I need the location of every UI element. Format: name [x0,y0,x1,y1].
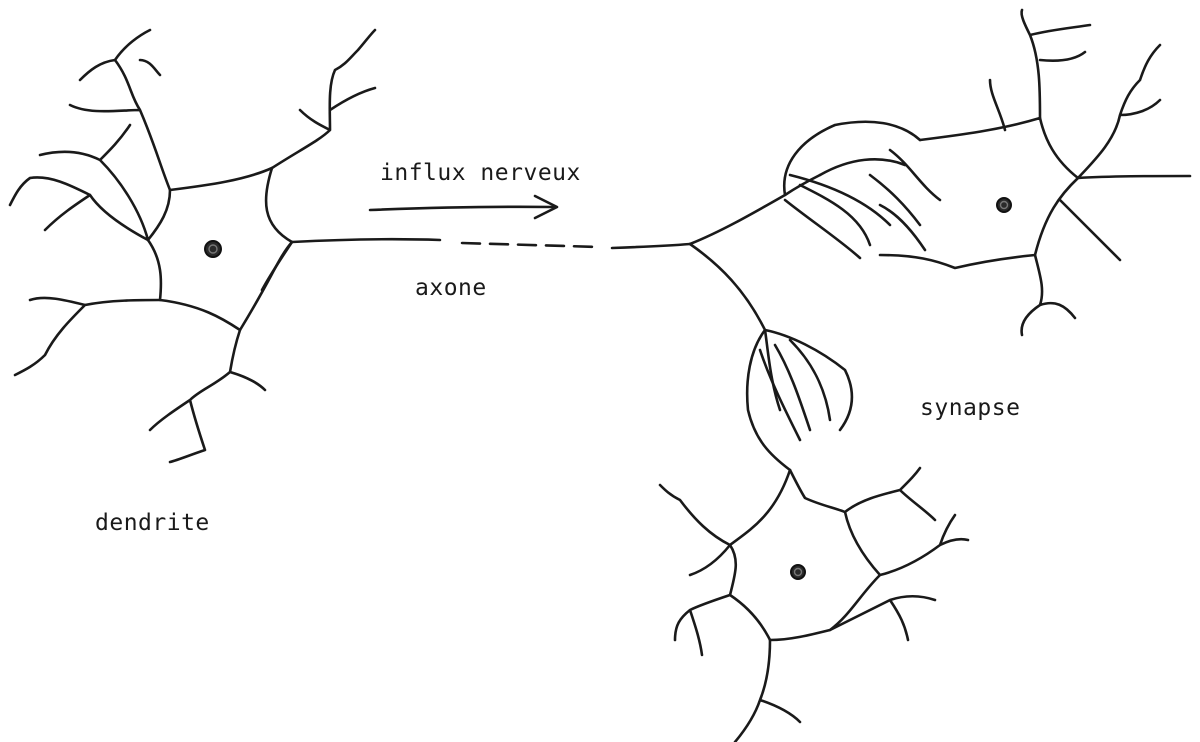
dendrite-bottom-small [262,242,292,290]
neuron-lower [660,330,968,742]
dendrite-ur-bottom [1022,255,1075,335]
neuron-upper-right-inner [870,150,940,250]
label-axone: axone [415,275,487,301]
synapse-lower-bulb [747,330,852,470]
dendrite-ur-topleft [990,80,1005,130]
dendrite-left-upper [10,177,148,240]
nucleus-upper-right [997,198,1011,212]
axon-solid-left [292,239,440,242]
dendrite-lower-left [660,485,730,655]
dendrite-left-mid [40,125,148,240]
neuron-left [10,30,375,462]
dendrite-ur-bottomright [1060,200,1120,260]
dendrite-lower-leftmid [690,545,730,575]
dendrite-lower-top [845,468,935,520]
arrow-influx [370,196,557,218]
label-dendrite: dendrite [95,510,210,536]
neuron-upper-right [784,10,1190,335]
dendrite-ur-right [1078,45,1190,178]
axon-dashed [462,243,600,247]
label-influx-nerveux: influx nerveux [380,160,581,186]
axon-solid-right [612,244,690,248]
synapse-upper-bulb [784,122,920,258]
nucleus-lower [791,565,805,579]
dendrite-top-left [70,30,170,190]
dendrite-ur-top [1022,10,1090,118]
dendrite-lower-bottom [735,640,800,742]
dendrite-lower-right [830,596,935,640]
dendrite-left-lower [15,298,160,375]
dendrite-bottom [150,330,265,462]
arrow-shaft [370,207,555,210]
nucleus-left [205,241,221,257]
neuron-lower-body [730,470,880,640]
neuron-upper-right-body [880,118,1078,268]
label-synapse: synapse [920,395,1020,421]
dendrite-lower-topright [880,515,968,575]
dendrite-top-center [272,30,375,168]
axon-branch-lower [690,244,780,410]
